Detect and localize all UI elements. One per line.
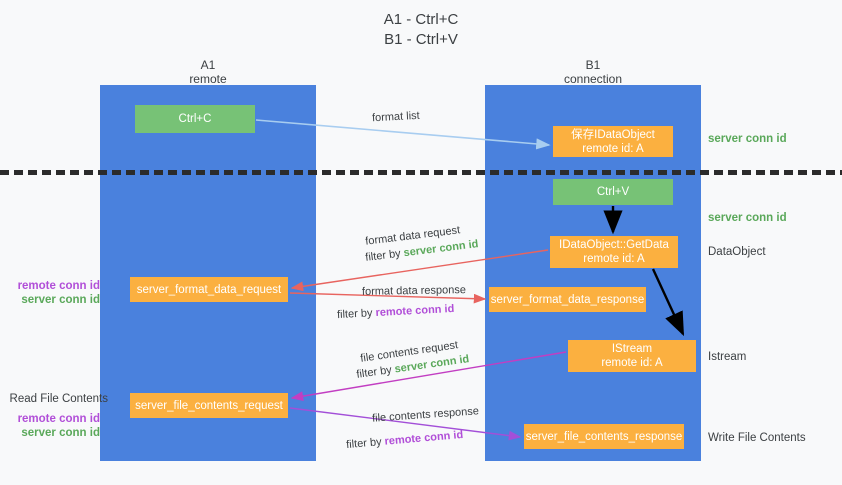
edge-label-file-contents-response: file contents response <box>371 405 480 425</box>
column-header-a1: A1 remote <box>100 58 316 86</box>
label-read-file-contents: Read File Contents <box>9 393 108 405</box>
box-idataobject-getdata[interactable]: IDataObject::GetData remote id: A <box>550 236 678 268</box>
label-conn-ids-format: remote conn id server conn id <box>8 279 100 307</box>
filter-key-remote-conn-id: remote conn id <box>384 428 464 448</box>
box-server-file-contents-response[interactable]: server_file_contents_response <box>524 424 684 449</box>
label-server-conn-id-mid: server conn id <box>708 212 787 224</box>
column-header-b1-name: B1 <box>585 58 601 72</box>
label-remote-conn-id-format: remote conn id <box>17 280 100 292</box>
box-idataobject[interactable]: 保存IDataObject remote id: A <box>553 126 673 157</box>
label-remote-conn-id-file: remote conn id <box>17 413 100 425</box>
label-server-conn-id-top: server conn id <box>708 133 787 145</box>
box-ctrl-v[interactable]: Ctrl+V <box>553 179 673 205</box>
box-server-format-data-request-label: server_format_data_request <box>136 283 282 296</box>
box-istream-lines: IStream remote id: A <box>601 342 662 370</box>
column-header-b1-sub: connection <box>563 72 623 86</box>
label-istream: Istream <box>708 351 747 363</box>
phase-separator-dashed-line <box>0 170 842 175</box>
box-idataobject-line1: 保存IDataObject <box>571 128 655 141</box>
label-server-conn-id-format: server conn id <box>21 294 100 306</box>
box-idataobject-lines: 保存IDataObject remote id: A <box>571 128 655 156</box>
edge-label-format-data-response: format data response <box>361 284 467 298</box>
label-dataobject: DataObject <box>708 246 766 258</box>
filter-key-remote-conn-id: remote conn id <box>375 302 455 320</box>
box-getdata-line1: IDataObject::GetData <box>559 239 669 251</box>
box-server-format-data-request[interactable]: server_format_data_request <box>130 277 288 302</box>
column-header-a1-sub: remote <box>189 72 227 86</box>
box-getdata-lines: IDataObject::GetData remote id: A <box>559 238 669 266</box>
filter-prefix: filter by <box>364 247 405 264</box>
box-idataobject-line2: remote id: A <box>582 142 644 155</box>
filter-prefix: filter by <box>345 435 386 452</box>
edge-label-format-list: format list <box>371 109 420 125</box>
box-server-format-data-response[interactable]: server_format_data_response <box>489 287 646 312</box>
box-istream-line2: remote id: A <box>601 357 663 369</box>
column-header-a1-name: A1 <box>200 58 216 72</box>
filter-prefix: filter by <box>336 307 376 322</box>
title-line-1: A1 - Ctrl+C <box>383 11 459 28</box>
edge-label-file-contents-response-filter: filter by remote conn id <box>346 428 464 452</box>
label-write-file-contents: Write File Contents <box>708 432 806 444</box>
label-conn-ids-file: remote conn id server conn id <box>8 412 100 440</box>
page-title: A1 - Ctrl+C B1 - Ctrl+V <box>0 10 842 50</box>
box-server-format-data-response-label: server_format_data_response <box>490 293 645 306</box>
box-istream-line1: IStream <box>611 343 653 355</box>
filter-prefix: filter by <box>355 363 396 381</box>
box-server-file-contents-request[interactable]: server_file_contents_request <box>130 393 288 418</box>
column-header-b1: B1 connection <box>485 58 701 86</box>
label-server-conn-id-file: server conn id <box>21 427 100 439</box>
box-server-file-contents-response-label: server_file_contents_response <box>525 430 683 443</box>
box-ctrl-c[interactable]: Ctrl+C <box>135 105 255 133</box>
box-getdata-line2: remote id: A <box>583 253 645 265</box>
box-ctrl-v-label: Ctrl+V <box>596 186 630 198</box>
box-ctrl-c-label: Ctrl+C <box>178 113 212 125</box>
box-server-file-contents-request-label: server_file_contents_request <box>135 399 283 412</box>
edge-label-format-data-response-filter: filter by remote conn id <box>337 302 455 322</box>
title-line-2: B1 - Ctrl+V <box>384 31 458 48</box>
box-istream[interactable]: IStream remote id: A <box>568 340 696 372</box>
